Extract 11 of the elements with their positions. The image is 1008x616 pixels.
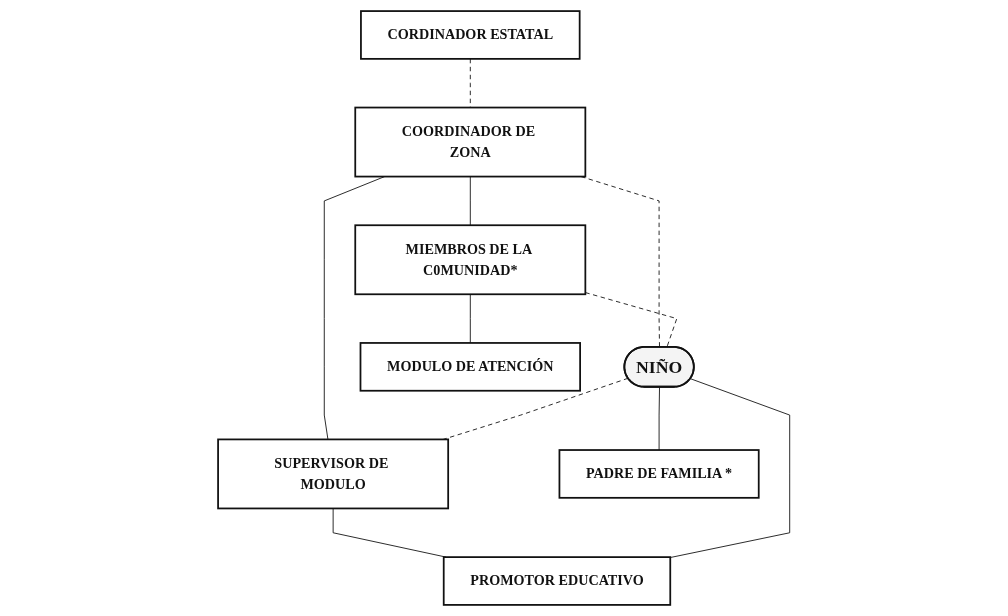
node-box: SUPERVISOR DE MODULO <box>217 438 450 510</box>
node-box: PROMOTOR EDUCATIVO <box>442 556 672 606</box>
node-box: COORDINADOR DE ZONA <box>354 106 587 178</box>
connector <box>658 386 661 451</box>
node-box: MIEMBROS DE LA C0MUNIDAD* <box>354 224 587 296</box>
node-box: PADRE DE FAMILIA * <box>558 449 760 499</box>
node-box: CORDINADOR ESTATAL <box>360 10 581 60</box>
connector <box>469 176 471 226</box>
node-box: MODULO DE ATENCIÓN <box>359 342 582 392</box>
connector <box>469 293 471 344</box>
connector <box>669 378 791 558</box>
